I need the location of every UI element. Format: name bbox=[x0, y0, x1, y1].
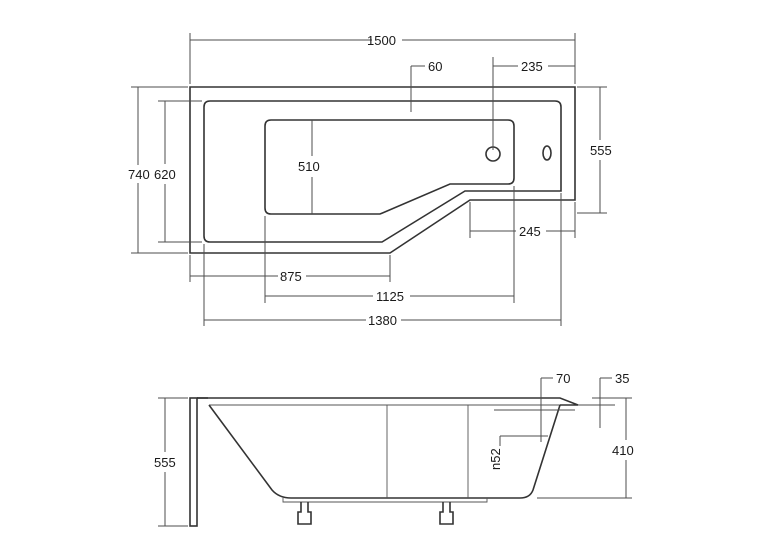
dim-narrow-width: 555 bbox=[590, 143, 612, 158]
dim-straight-length: 875 bbox=[280, 269, 302, 284]
left-foot-icon bbox=[297, 502, 312, 525]
side-basin-profile bbox=[208, 404, 561, 499]
plan-outer-outline bbox=[189, 86, 576, 254]
dim-lip: 35 bbox=[615, 371, 629, 386]
right-foot-icon bbox=[439, 502, 454, 525]
dim-overflow: n52 bbox=[488, 448, 503, 470]
dim-rim-offset: 60 bbox=[428, 59, 442, 74]
dim-basin-width: 510 bbox=[298, 159, 320, 174]
dim-narrow-end: 245 bbox=[519, 224, 541, 239]
dim-body-height: 410 bbox=[612, 443, 634, 458]
dim-rim-thickness: 70 bbox=[556, 371, 570, 386]
side-view: 555 70 35 410 n52 bbox=[154, 371, 634, 527]
plan-view: 1500 60 235 740 620 510 555 bbox=[128, 33, 612, 328]
dim-total-width: 740 bbox=[128, 167, 150, 182]
end-panel bbox=[189, 397, 198, 527]
dim-total-length: 1500 bbox=[367, 33, 396, 48]
dim-drain-offset: 235 bbox=[521, 59, 543, 74]
dim-inner-width: 620 bbox=[154, 167, 176, 182]
side-top-rim bbox=[197, 397, 579, 406]
plan-basin-floor bbox=[264, 119, 515, 215]
dim-inner-length: 1380 bbox=[368, 313, 397, 328]
dim-total-height: 555 bbox=[154, 455, 176, 470]
overflow-icon bbox=[542, 145, 552, 161]
plan-inner-rim bbox=[203, 100, 562, 243]
side-base-frame bbox=[282, 498, 488, 503]
dim-basin-length: 1125 bbox=[376, 289, 404, 304]
